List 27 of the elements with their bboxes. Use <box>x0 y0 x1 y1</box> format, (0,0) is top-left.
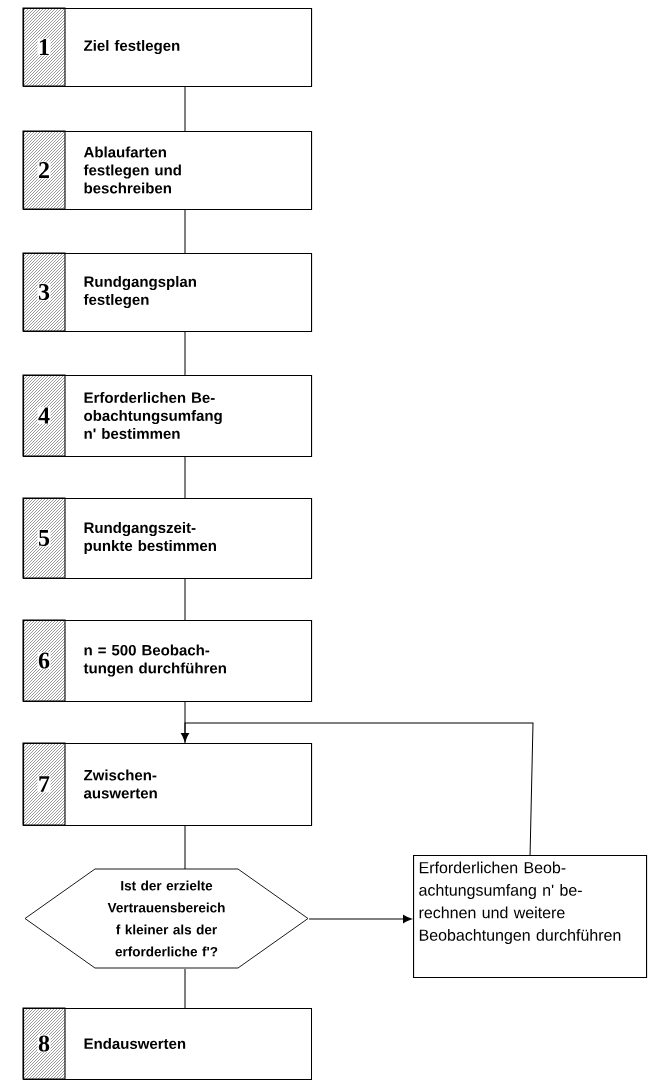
process-box: Erforderlichen Beob- achtungsumfang n' be- rechnen und weitere Beobachtungen durchführen <box>413 855 648 979</box>
process-box: 8 Endauswerten <box>22 1007 186 1080</box>
process-box <box>23 8 313 88</box>
process-box: 6 n = 500 Beobach- tungen durchführen <box>22 619 226 702</box>
process-box: 2 Ablaufarten festlegen und beschreiben <box>22 130 181 210</box>
connector-line <box>184 968 186 1009</box>
connector-line <box>184 578 186 621</box>
connector-line <box>184 209 186 254</box>
process-box <box>23 375 313 458</box>
connector-line <box>184 456 186 499</box>
process-box <box>23 498 313 580</box>
process-box: 4 Erforderlichen Be- obachtungsumfang n' bestimmen <box>22 374 222 457</box>
process-box <box>23 131 313 211</box>
connector-line <box>184 331 186 376</box>
connector-line <box>184 86 186 132</box>
connector-line <box>184 701 186 744</box>
feedback-arrow <box>180 722 534 856</box>
process-box <box>23 743 313 827</box>
process-box <box>23 620 313 703</box>
process-box <box>23 253 313 333</box>
process-box: 3 Rundgangsplan festlegen <box>22 252 196 332</box>
arrow <box>308 915 412 924</box>
process-box: 7 Zwischen- auswerten <box>22 742 157 826</box>
connector-line <box>184 825 186 870</box>
process-box: 5 Rundgangszeit- punkte bestimmen <box>22 497 216 579</box>
process-box: 1 Ziel festlegen <box>22 7 180 87</box>
decision-hexagon: Ist der erzielte Vertrauensbereich f kleiner als der erforderliche f'? <box>24 868 309 969</box>
